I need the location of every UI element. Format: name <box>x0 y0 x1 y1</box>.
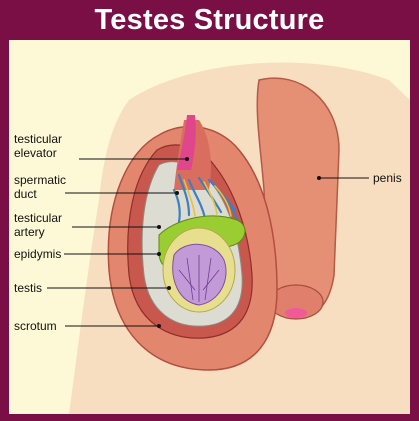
label-spermatic-duct-line2: duct <box>14 187 37 201</box>
artery-network <box>183 179 232 217</box>
urethral-opening <box>285 308 307 318</box>
label-testicular-artery-line2: artery <box>14 225 45 239</box>
lobule-lines <box>178 255 220 302</box>
label-testicular-elevator-line2: elevator <box>14 146 57 160</box>
label-epidymis: epidymis <box>14 247 62 261</box>
testicular-elevator-muscle <box>177 115 196 170</box>
testis-lobules <box>172 243 227 306</box>
leader-dots <box>157 157 321 328</box>
diagram-title: Testes Structure <box>94 4 325 36</box>
label-testicular-elevator-line1: testicular <box>14 132 63 146</box>
label-spermatic-duct-line1: spermatic <box>14 173 67 187</box>
diagram-panel: testicular elevator spermatic duct testi… <box>9 40 410 414</box>
anatomy-illustration <box>47 62 410 414</box>
label-testicular-elevator: testicular elevator <box>14 132 62 160</box>
label-testicular-artery: testicular artery <box>14 211 62 239</box>
leader-lines <box>47 158 369 327</box>
label-scrotum: scrotum <box>14 319 57 333</box>
label-testicular-artery-line1: testicular <box>14 211 63 225</box>
label-spermatic-duct: spermatic duct <box>14 173 66 201</box>
label-testis: testis <box>14 281 43 295</box>
label-penis: penis <box>373 171 402 185</box>
